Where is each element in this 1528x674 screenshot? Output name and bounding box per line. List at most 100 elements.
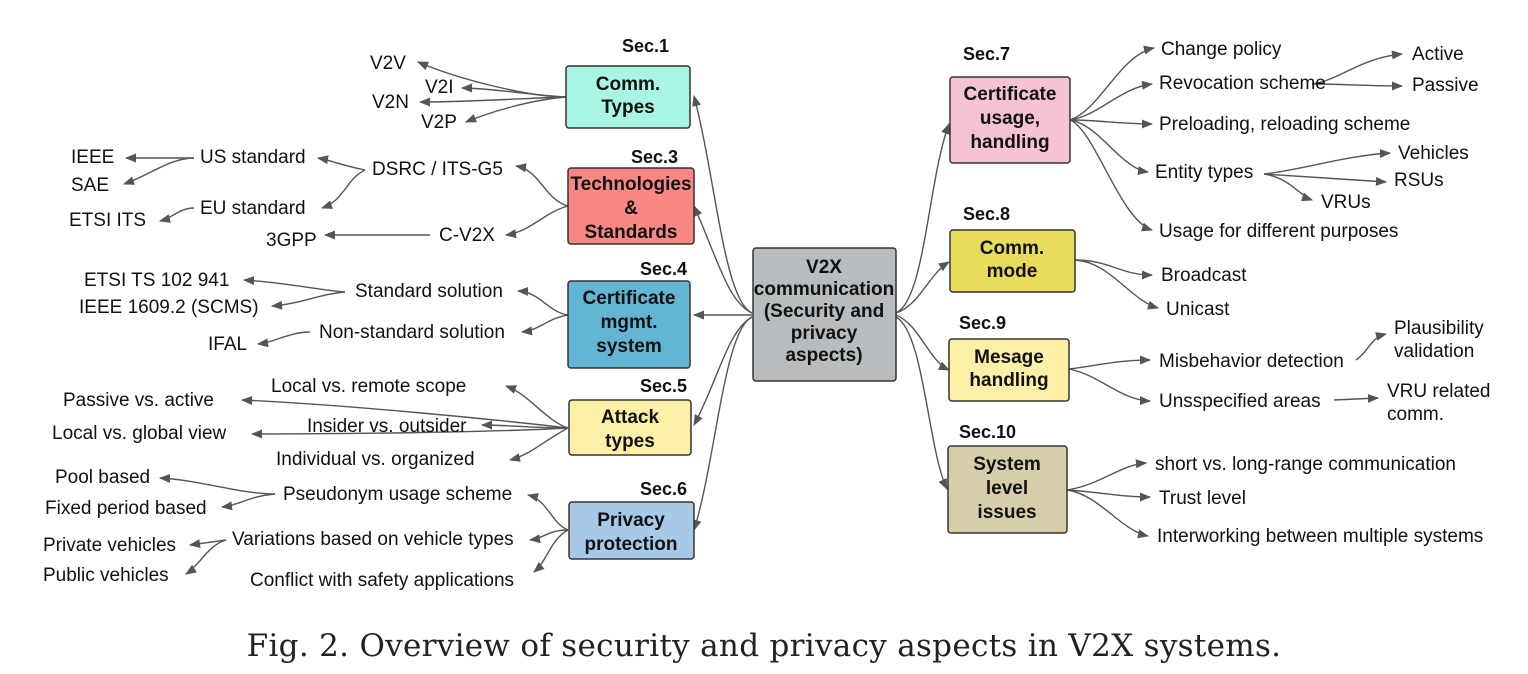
center-line-4: privacy: [791, 323, 858, 344]
connector-lines: [122, 45, 1404, 575]
leaf-local-global: Local vs. global view: [52, 423, 227, 444]
leaf-eu-standard: EU standard: [200, 198, 306, 219]
leaf-v2v: V2V: [370, 53, 406, 74]
leaf-unicast: Unicast: [1166, 299, 1230, 320]
section-9-line-1: Mesage: [974, 347, 1044, 368]
left-leaf-labels: V2V V2I V2N V2P IEEE SAE US standard EU …: [43, 53, 514, 591]
leaf-plausibility-line-2: validation: [1394, 341, 1474, 362]
section-4-line-1: Certificate: [583, 288, 676, 309]
leaf-short-long: short vs. long-range communication: [1155, 454, 1456, 475]
leaf-active: Active: [1412, 44, 1464, 65]
section-3-heading: Sec.3: [631, 147, 678, 167]
leaf-unspecified: Unsspecified areas: [1159, 391, 1321, 412]
section-6-heading: Sec.6: [640, 479, 687, 499]
leaf-public-vehicles: Public vehicles: [43, 565, 169, 586]
section-3-line-2: &: [624, 198, 638, 219]
leaf-pseudonym-scheme: Pseudonym usage scheme: [283, 484, 512, 505]
section-6-node: Sec.6 Privacy protection: [568, 479, 695, 560]
section-1-heading: Sec.1: [622, 36, 669, 56]
section-7-line-1: Certificate: [964, 84, 1057, 105]
leaf-ieee-1609: IEEE 1609.2 (SCMS): [79, 297, 259, 318]
section-4-heading: Sec.4: [640, 259, 687, 279]
section-1-node: Sec.1 Comm. Types: [565, 36, 691, 129]
center-line-1: V2X: [806, 257, 842, 278]
section-3-node: Sec.3 Technologies & Standards: [567, 147, 695, 245]
leaf-interworking: Interworking between multiple systems: [1157, 526, 1483, 547]
section-6-line-2: protection: [585, 534, 678, 555]
leaf-preloading: Preloading, reloading scheme: [1159, 114, 1410, 135]
section-7-node: Sec.7 Certificate usage, handling: [949, 44, 1071, 164]
section-10-heading: Sec.10: [959, 422, 1016, 442]
leaf-vru-related-line-2: comm.: [1387, 404, 1444, 425]
leaf-misbehavior: Misbehavior detection: [1159, 351, 1344, 372]
leaf-pool-based: Pool based: [55, 467, 150, 488]
leaf-vehicles: Vehicles: [1398, 143, 1469, 164]
leaf-conflict-safety: Conflict with safety applications: [250, 570, 514, 591]
leaf-ifal: IFAL: [208, 334, 247, 355]
leaf-passive-active: Passive vs. active: [63, 390, 214, 411]
leaf-standard-solution: Standard solution: [355, 281, 503, 302]
leaf-individual-organized: Individual vs. organized: [276, 449, 475, 470]
leaf-c-v2x: C-V2X: [439, 225, 495, 246]
leaf-fixed-period: Fixed period based: [45, 498, 207, 519]
center-line-5: aspects): [785, 345, 862, 366]
section-1-line-2: Types: [601, 97, 655, 118]
leaf-sae: SAE: [71, 175, 109, 196]
section-10-line-2: level: [986, 478, 1028, 499]
right-leaf-labels: Change policy Revocation scheme Active P…: [1155, 39, 1491, 547]
section-3-line-1: Technologies: [570, 174, 691, 195]
section-5-line-2: types: [605, 431, 655, 452]
section-8-line-2: mode: [987, 261, 1038, 282]
section-10-line-1: System: [973, 454, 1041, 475]
leaf-ieee: IEEE: [71, 147, 114, 168]
leaf-revocation-scheme: Revocation scheme: [1159, 73, 1326, 94]
leaf-rsus: RSUs: [1394, 170, 1444, 191]
leaf-broadcast: Broadcast: [1161, 265, 1247, 286]
section-3-line-3: Standards: [585, 222, 678, 243]
section-9-node: Sec.9 Mesage handling: [948, 313, 1070, 402]
leaf-entity-types: Entity types: [1155, 162, 1253, 183]
leaf-v2n: V2N: [372, 92, 409, 113]
leaf-plausibility-line-1: Plausibility: [1394, 318, 1484, 339]
section-5-heading: Sec.5: [640, 376, 687, 396]
leaf-dsrc: DSRC / ITS-G5: [372, 159, 503, 180]
leaf-3gpp: 3GPP: [266, 230, 317, 251]
section-7-line-2: usage,: [980, 108, 1040, 129]
leaf-private-vehicles: Private vehicles: [43, 535, 176, 556]
section-6-line-1: Privacy: [597, 510, 665, 531]
section-8-heading: Sec.8: [963, 204, 1010, 224]
leaf-insider-outsider: Insider vs. outsider: [307, 416, 467, 437]
section-9-heading: Sec.9: [959, 313, 1006, 333]
section-8-node: Sec.8 Comm. mode: [949, 204, 1076, 293]
section-10-node: Sec.10 System level issues: [947, 422, 1068, 534]
section-7-heading: Sec.7: [963, 44, 1010, 64]
leaf-usage-purposes: Usage for different purposes: [1159, 221, 1398, 242]
center-node: V2X communication (Security and privacy …: [752, 247, 897, 382]
section-9-line-2: handling: [969, 370, 1048, 391]
leaf-vrus: VRUs: [1321, 192, 1371, 213]
section-8-line-1: Comm.: [980, 238, 1044, 259]
center-line-3: (Security and: [764, 301, 884, 322]
section-5-node: Sec.5 Attack types: [568, 376, 692, 456]
leaf-etsi-its: ETSI ITS: [69, 210, 146, 231]
center-line-2: communication: [754, 279, 894, 300]
section-5-line-1: Attack: [601, 407, 660, 428]
leaf-v2p: V2P: [421, 112, 457, 133]
leaf-variations-vehicle: Variations based on vehicle types: [232, 529, 514, 550]
leaf-trust-level: Trust level: [1159, 488, 1246, 509]
leaf-etsi-ts: ETSI TS 102 941: [84, 270, 229, 291]
section-7-line-3: handling: [970, 132, 1049, 153]
leaf-us-standard: US standard: [200, 147, 306, 168]
leaf-nonstandard-solution: Non-standard solution: [319, 322, 505, 343]
section-4-line-2: mgmt.: [601, 312, 658, 333]
leaf-v2i: V2I: [425, 77, 454, 98]
section-1-line-1: Comm.: [596, 74, 660, 95]
section-10-line-3: issues: [977, 502, 1036, 523]
leaf-vru-related-line-1: VRU related: [1387, 381, 1491, 402]
leaf-passive: Passive: [1412, 75, 1479, 96]
section-4-node: Sec.4 Certificate mgmt. system: [567, 259, 691, 369]
leaf-local-remote: Local vs. remote scope: [271, 376, 466, 397]
figure-caption: Fig. 2. Overview of security and privacy…: [246, 628, 1282, 664]
leaf-change-policy: Change policy: [1161, 39, 1282, 60]
